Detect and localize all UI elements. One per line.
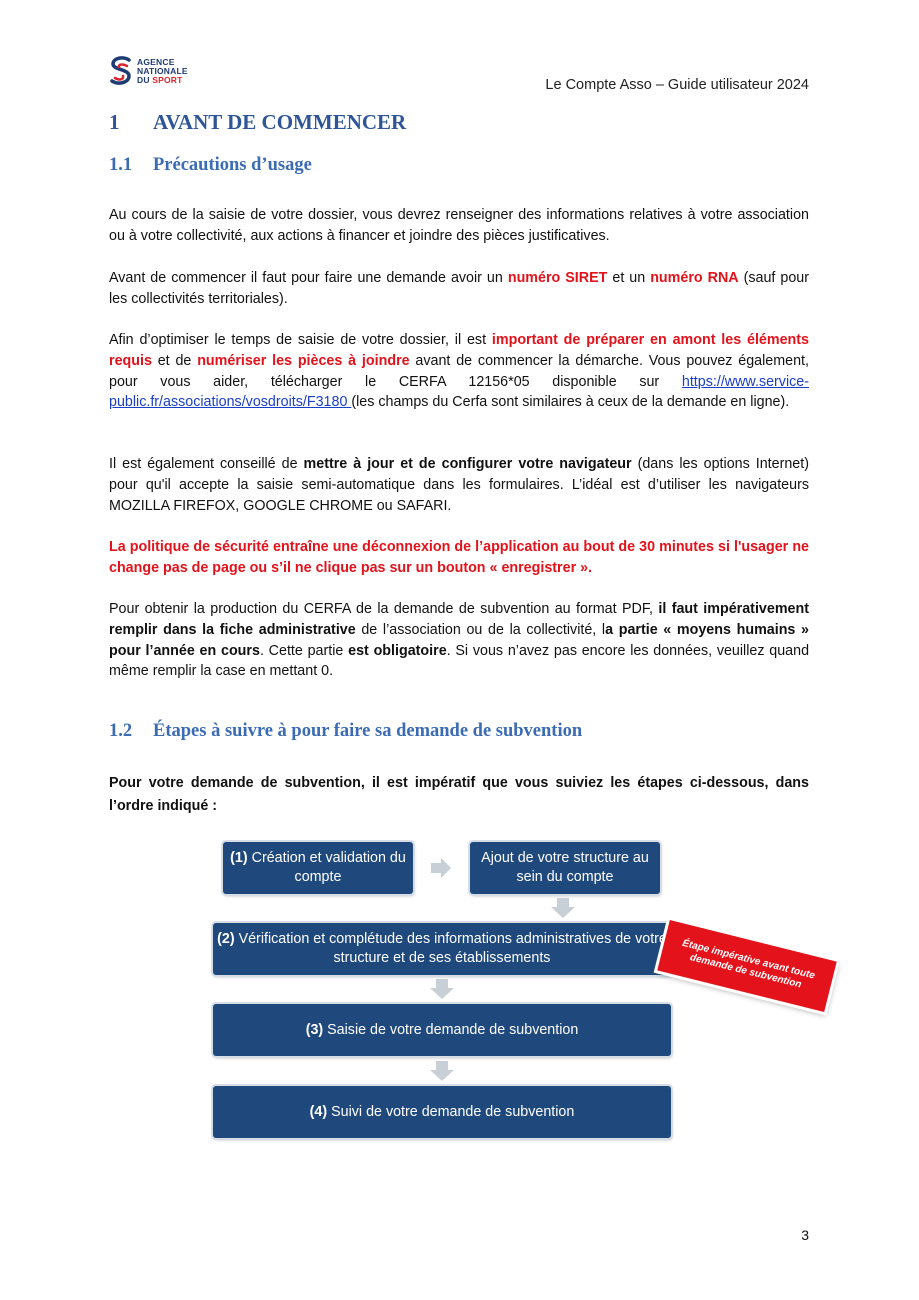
document-header-title: Le Compte Asso – Guide utilisateur 2024: [545, 77, 809, 93]
agency-logo: AGENCE NATIONALE DU SPORT: [109, 56, 188, 86]
arrow-down-icon: [551, 898, 575, 918]
step-1b-box: Ajout de votre structure au sein du comp…: [470, 842, 660, 894]
paragraph-cerfa-pdf: Pour obtenir la production du CERFA de l…: [109, 601, 810, 680]
paragraph-security-warning: La politique de sécurité entraîne une dé…: [109, 539, 809, 576]
step-3-box: (3) Saisie de votre demande de subventio…: [213, 1004, 671, 1056]
paragraph-siret-rna: Avant de commencer il faut pour faire un…: [109, 270, 810, 307]
page-number: 3: [801, 1227, 809, 1243]
paragraph-preparation: Afin d’optimiser le temps de saisie de v…: [109, 332, 809, 411]
logo-s-icon: [110, 56, 131, 85]
arrow-down-icon: [430, 1061, 454, 1081]
paragraph-browser: Il est également conseillé de mettre à j…: [109, 456, 809, 514]
arrow-right-icon: [431, 858, 451, 878]
logo-text: AGENCE NATIONALE DU SPORT: [137, 56, 188, 85]
paragraph-precautions: Au cours de la saisie de votre dossier, …: [109, 207, 809, 244]
step-4-box: (4) Suivi de votre demande de subvention: [213, 1086, 671, 1138]
steps-intro: Pour votre demande de subvention, il est…: [109, 775, 809, 814]
step-2-box: (2) Vérification et complétude des infor…: [213, 923, 671, 975]
step-1-box: (1) Création et validation du compte: [223, 842, 413, 894]
arrow-down-icon: [430, 979, 454, 999]
cerfa-link[interactable]: https://www.service-public.fr/associatio…: [109, 373, 809, 411]
mandatory-step-sticker: Étape impérative avant toute demande de …: [657, 919, 837, 1013]
